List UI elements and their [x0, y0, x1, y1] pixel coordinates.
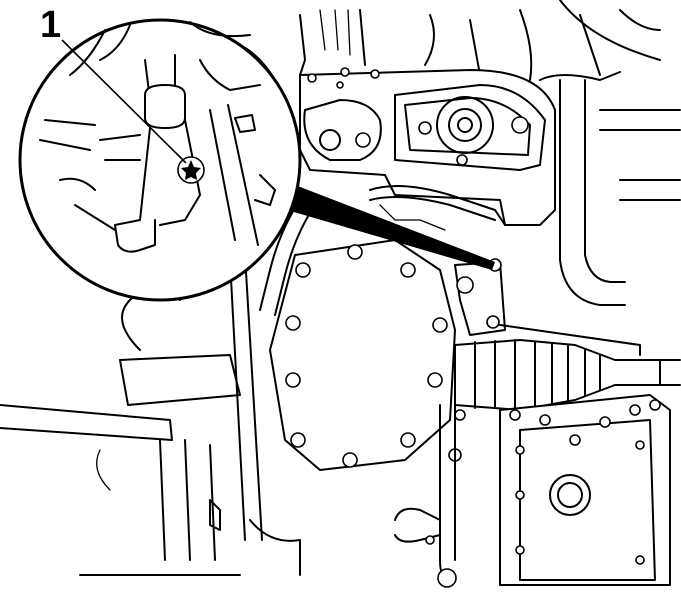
engine-mount-bracket: [299, 67, 556, 226]
callout-number: 1: [40, 4, 62, 46]
detail-magnifier: [18, 18, 302, 302]
callout-leader: [61, 39, 187, 164]
link-rod: [394, 404, 457, 588]
gearbox-housing: [269, 239, 456, 471]
oil-pan: [448, 394, 671, 586]
mount-plate: [454, 258, 506, 336]
chassis-frame: [0, 254, 301, 576]
upper-structure: [299, 0, 661, 81]
exhaust-pipe: [539, 71, 681, 306]
magnifier-connector: [287, 185, 495, 270]
driveshaft-cv-boot: [454, 324, 681, 411]
